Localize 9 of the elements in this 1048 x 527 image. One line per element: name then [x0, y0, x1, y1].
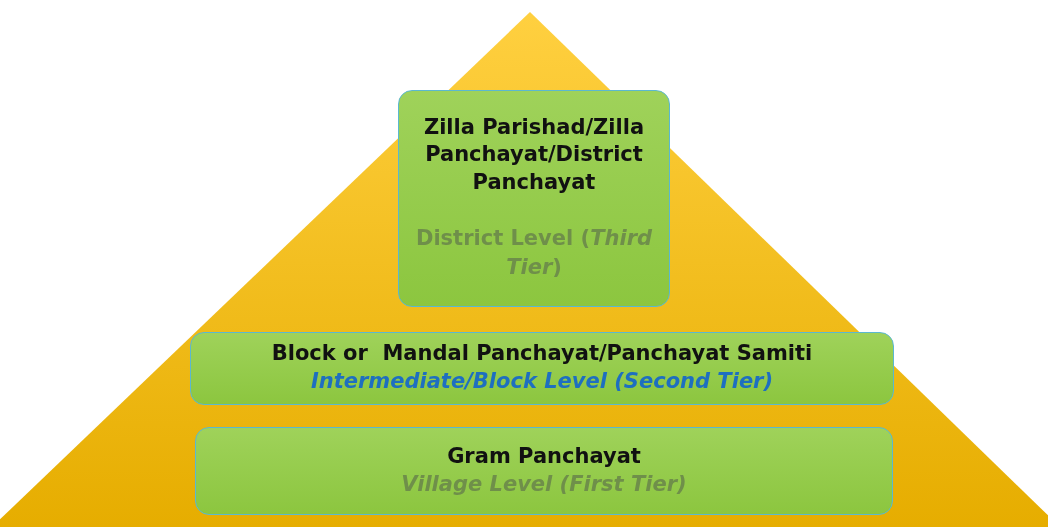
tier-box: [190, 332, 894, 405]
tier-title: Zilla Parishad/Zilla Panchayat/District Panchayat: [422, 114, 646, 196]
tier-box: [398, 90, 670, 307]
tier-level: District Level (Third Tier): [414, 225, 654, 282]
tier-title: Block or Mandal Panchayat/Panchayat Samiti: [271, 340, 813, 368]
tier-level: Intermediate/Block Level (Second Tier): [310, 368, 774, 396]
tier-title: Gram Panchayat: [447, 442, 641, 470]
tier-level: Village Level (First Tier): [401, 470, 687, 498]
tier-box: [195, 427, 893, 515]
